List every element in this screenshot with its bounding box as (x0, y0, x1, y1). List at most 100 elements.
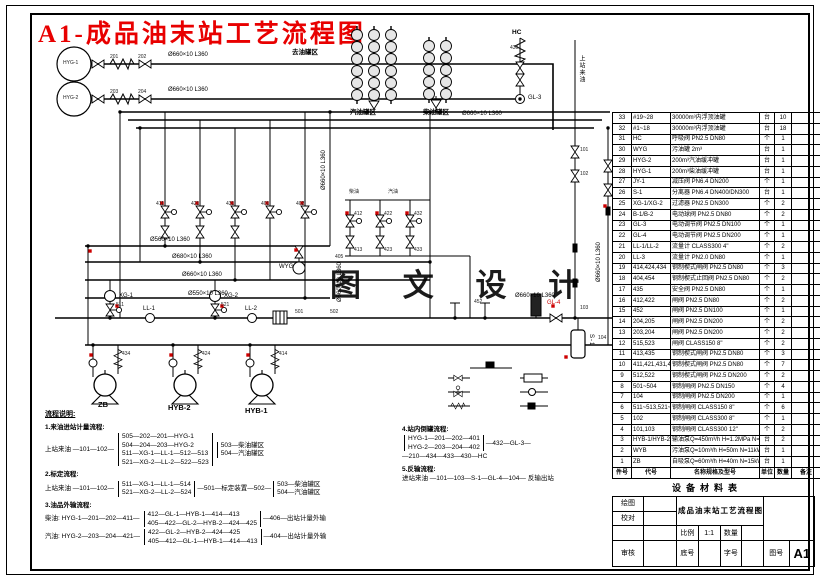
valve-number-tag: 452 (474, 299, 483, 305)
storage-tank-icon (385, 65, 397, 77)
bom-cell-code: 411,421,431,441,451 (631, 359, 671, 371)
storage-tank-icon (385, 29, 397, 41)
bom-cell-no: 4 (612, 423, 632, 436)
drawing-no-label: 图号 (763, 540, 790, 567)
bom-cell-qty: 1 (774, 155, 792, 167)
bom-cell-code: 204,205 (631, 316, 671, 328)
storage-tank-icon (423, 52, 435, 64)
bom-cell-spec: 闸阀 CLASS150 8" (670, 337, 760, 350)
note-section-title: 1.来油进站计量流程: (45, 424, 105, 431)
bom-cell-unit: 台 (759, 165, 775, 178)
bom-cell-qty: 1 (774, 176, 792, 189)
valve-number-tag: 405 (335, 254, 344, 260)
bom-cell-note (791, 133, 820, 146)
flow-chain-text: —432—GL-3— (485, 439, 531, 447)
flow-branch: 503—柴油罐区 (277, 480, 321, 488)
bom-cell-code: 515,523 (631, 337, 671, 350)
bom-cell-note (791, 230, 820, 242)
bom-cell-qty: 1 (774, 305, 792, 318)
scale-value: 1:1 (697, 525, 721, 542)
flow-chain-text: —406—出站计量外输 (263, 515, 326, 523)
bom-cell-note (791, 144, 820, 156)
bom-cell-qty: 1 (774, 251, 792, 264)
draw-value (643, 496, 677, 512)
tank-farm-right-label: 柴油罐区 (423, 109, 449, 116)
bom-cell-no: 23 (612, 219, 632, 232)
storage-tank-icon (368, 29, 380, 41)
bom-cell-spec: 流量计 CLASS300 4" (670, 241, 760, 253)
materials-table-caption: 设备材料表 (671, 483, 742, 493)
valve-number-tag: 414 (279, 351, 288, 357)
flow-chain-row: 进站来油 —101—103—S-1—GL-4—104—反输出站 (402, 475, 610, 482)
storage-tank-icon (385, 41, 397, 53)
bom-cell-no: 11 (612, 348, 632, 361)
bom-cell-spec: 钢制闸阀 PN2.5 DN200 (670, 391, 760, 404)
title-block: 绘图 成品油末站工艺流程图 校对 比例 1:1 数量 审核 底号 字号 图号 A… (612, 495, 815, 567)
storage-tank-icon (368, 41, 380, 53)
bom-cell-no: 33 (612, 112, 632, 124)
flow-branch: HYG-2—203—204—402 (408, 443, 480, 451)
bom-cell-note (791, 112, 820, 124)
valve-number-tag: 424 (202, 351, 211, 357)
bom-cell-spec: 钢制楔式闸阀 PN2.5 DN80 (670, 359, 760, 371)
bom-cell-qty: 4 (774, 380, 792, 393)
bom-cell-note (791, 402, 820, 414)
bom-cell-unit: 个 (759, 370, 775, 382)
drawing-no-value: A1 (788, 540, 815, 567)
bom-cell-note (791, 208, 820, 221)
zi-label: 字号 (719, 540, 743, 567)
bom-cell-code: B-1/B-2 (631, 208, 671, 221)
note-section: 1.来油进站计量流程: 上站来油 —101—102—505—202—201—HYG… (45, 424, 397, 467)
bom-cell-code: GL-3 (631, 219, 671, 232)
bom-cell-unit: 个 (759, 348, 775, 361)
valve-number-tag: 433 (414, 247, 423, 253)
bom-cell-note (791, 359, 820, 371)
bom-cell-note (791, 187, 820, 199)
bom-cell-qty: 6 (774, 402, 792, 414)
pipe-label: 汽油 (388, 189, 399, 195)
storage-tank-icon (423, 64, 435, 76)
storage-tank-icon (385, 77, 397, 89)
flow-branch: 504—204—203—HYG-2 (122, 441, 194, 449)
valve-number-tag: 204 (138, 89, 147, 95)
bom-cell-note (791, 219, 820, 232)
bom-cell-no: 5 (612, 413, 632, 425)
bom-cell-no: 28 (612, 165, 632, 178)
buffer-tank-left-group (56, 46, 92, 117)
bom-cell-unit: 个 (759, 230, 775, 242)
bom-cell-no: 29 (612, 155, 632, 167)
bom-cell-note (791, 445, 820, 457)
bom-cell-no: 24 (612, 208, 632, 221)
valve-number-tag: 401 (261, 201, 270, 207)
bom-cell-qty: 2 (774, 337, 792, 350)
note-section: 5.反输流程:进站来油 —101—103—S-1—GL-4—104—反输出站 (402, 466, 610, 483)
scale-label: 比例 (676, 525, 699, 542)
valve-number-tag: 501 (295, 309, 304, 315)
bom-cell-code: 404,454 (631, 273, 671, 285)
bom-cell-unit: 台 (759, 187, 775, 199)
bom-cell-no: 22 (612, 230, 632, 242)
bom-cell-code: HYG-2 (631, 155, 671, 167)
bom-header-row: 件号代号名称规格及型号单位数量备注 (612, 466, 820, 480)
pipe-label: XG-2 (224, 293, 239, 299)
note-section-title: 2.标定流程: (45, 471, 79, 479)
bom-cell-code: 511~513,521~523 (631, 402, 671, 414)
storage-tank-icon (440, 40, 452, 52)
bom-cell-code: JY-1 (631, 176, 671, 189)
di-label: 底号 (676, 540, 699, 567)
bom-cell-qty: 2 (774, 327, 792, 339)
